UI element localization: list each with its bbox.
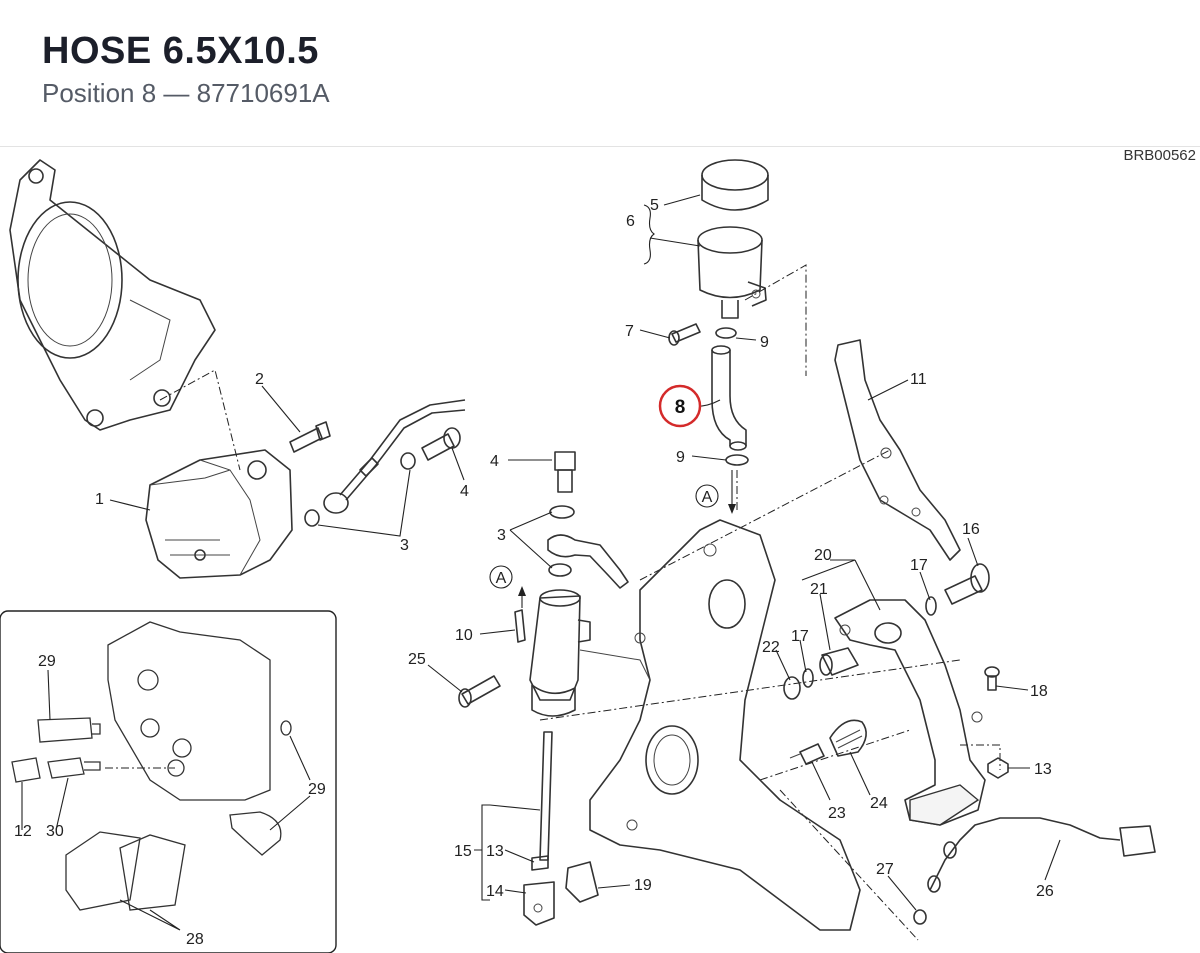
reservoir-bracket: [834, 339, 961, 561]
callout-10: 10: [455, 627, 473, 644]
callout-22: 22: [762, 639, 780, 656]
page-subtitle: Position 8 — 87710691A: [42, 78, 330, 108]
center-line-bracket: [159, 369, 241, 471]
o-ring-27: [913, 909, 927, 925]
callout-27: 27: [876, 861, 894, 878]
center-line-reservoir: [744, 264, 807, 376]
center-line-mount: [639, 449, 891, 581]
bolt-2: [289, 421, 331, 453]
diagram-code: BRB00562: [1123, 147, 1196, 164]
inset-panel: [0, 610, 337, 953]
center-line-pedal: [539, 659, 961, 721]
brake-caliper: [145, 449, 293, 579]
clamp-9-bottom: [725, 454, 749, 466]
callout-9-bottom: 9: [676, 449, 685, 466]
callout-24: 24: [870, 795, 888, 812]
callout-4-left: 4: [460, 483, 469, 500]
callout-25: 25: [408, 651, 426, 668]
callout-18: 18: [1030, 683, 1048, 700]
fluid-reservoir: [697, 226, 767, 319]
callout-17-right: 17: [910, 557, 928, 574]
footpeg-mount: [579, 519, 861, 931]
page-header: HOSE 6.5X10.5 Position 8 — 87710691A: [0, 0, 1200, 147]
callout-21: 21: [810, 581, 828, 598]
callout-29-top: 29: [38, 653, 56, 670]
clip-19: [565, 861, 599, 903]
callout-5: 5: [650, 197, 659, 214]
highlight-label: 8: [675, 397, 686, 418]
master-cylinder: [514, 589, 591, 717]
screw-7: [668, 323, 701, 346]
banjo-bolt-4-center: [554, 451, 576, 493]
callout-14: 14: [486, 883, 504, 900]
arrow-a-down: A: [695, 470, 736, 514]
nut-13-right: [987, 757, 1009, 779]
washer-3-left-a: [304, 509, 320, 527]
callout-26: 26: [1036, 883, 1054, 900]
callout-13-center: 13: [486, 843, 504, 860]
washer-3-left-b: [400, 452, 416, 470]
center-line-spring: [759, 729, 911, 781]
brake-pedal: [834, 599, 986, 826]
arrow-a-label-1: A: [496, 570, 507, 587]
brake-line-left: [323, 399, 466, 514]
sensor-cable: [927, 817, 1156, 893]
callout-28: 28: [186, 931, 204, 948]
stop-switch: [789, 743, 825, 765]
banjo-center: [547, 505, 629, 589]
callout-16: 16: [962, 521, 980, 538]
center-line-switch: [779, 789, 919, 941]
callout-17-left: 17: [791, 628, 809, 645]
callout-29-bottom: 29: [308, 781, 326, 798]
callout-11: 11: [910, 371, 927, 388]
callout-15: 15: [454, 843, 472, 860]
callout-30: 30: [46, 823, 64, 840]
callout-6: 6: [626, 213, 635, 230]
washer-17-left: [802, 668, 814, 688]
washer-22: [783, 676, 801, 700]
callout-20: 20: [814, 547, 832, 564]
bushing-21: [819, 647, 859, 676]
bolt-18: [984, 666, 1000, 691]
callout-23: 23: [828, 805, 846, 822]
arrow-a-label-2: A: [702, 489, 713, 506]
highlight-callout-8: 8: [658, 384, 702, 428]
center-line-nut: [960, 744, 1001, 770]
caliper-bracket: [9, 159, 216, 431]
washer-17-right: [925, 596, 937, 616]
pivot-bolt-16: [944, 563, 990, 605]
arrow-a-up: A: [489, 565, 526, 608]
push-rod: [523, 731, 555, 926]
callout-9-top: 9: [760, 334, 769, 351]
callout-19: 19: [634, 877, 652, 894]
leader-lines: [21, 194, 1061, 931]
hose-8: [711, 345, 747, 451]
callout-3-left: 3: [400, 537, 409, 554]
reservoir-cap: [701, 159, 769, 211]
callout-1: 1: [95, 491, 104, 508]
callout-4-center: 4: [490, 453, 499, 470]
callout-2: 2: [255, 371, 264, 388]
callout-3-center: 3: [497, 527, 506, 544]
clamp-9-top: [715, 327, 737, 339]
page-title: HOSE 6.5X10.5: [42, 30, 319, 72]
callout-labels: 1 2 3 4 5 6 7 9 9 4 3 10 25 11 16 17 20 …: [14, 197, 1054, 948]
callout-12: 12: [14, 823, 32, 840]
callout-13-right: 13: [1034, 761, 1052, 778]
bolt-25: [458, 675, 501, 708]
spring-24: [829, 719, 867, 757]
callout-7: 7: [625, 323, 634, 340]
